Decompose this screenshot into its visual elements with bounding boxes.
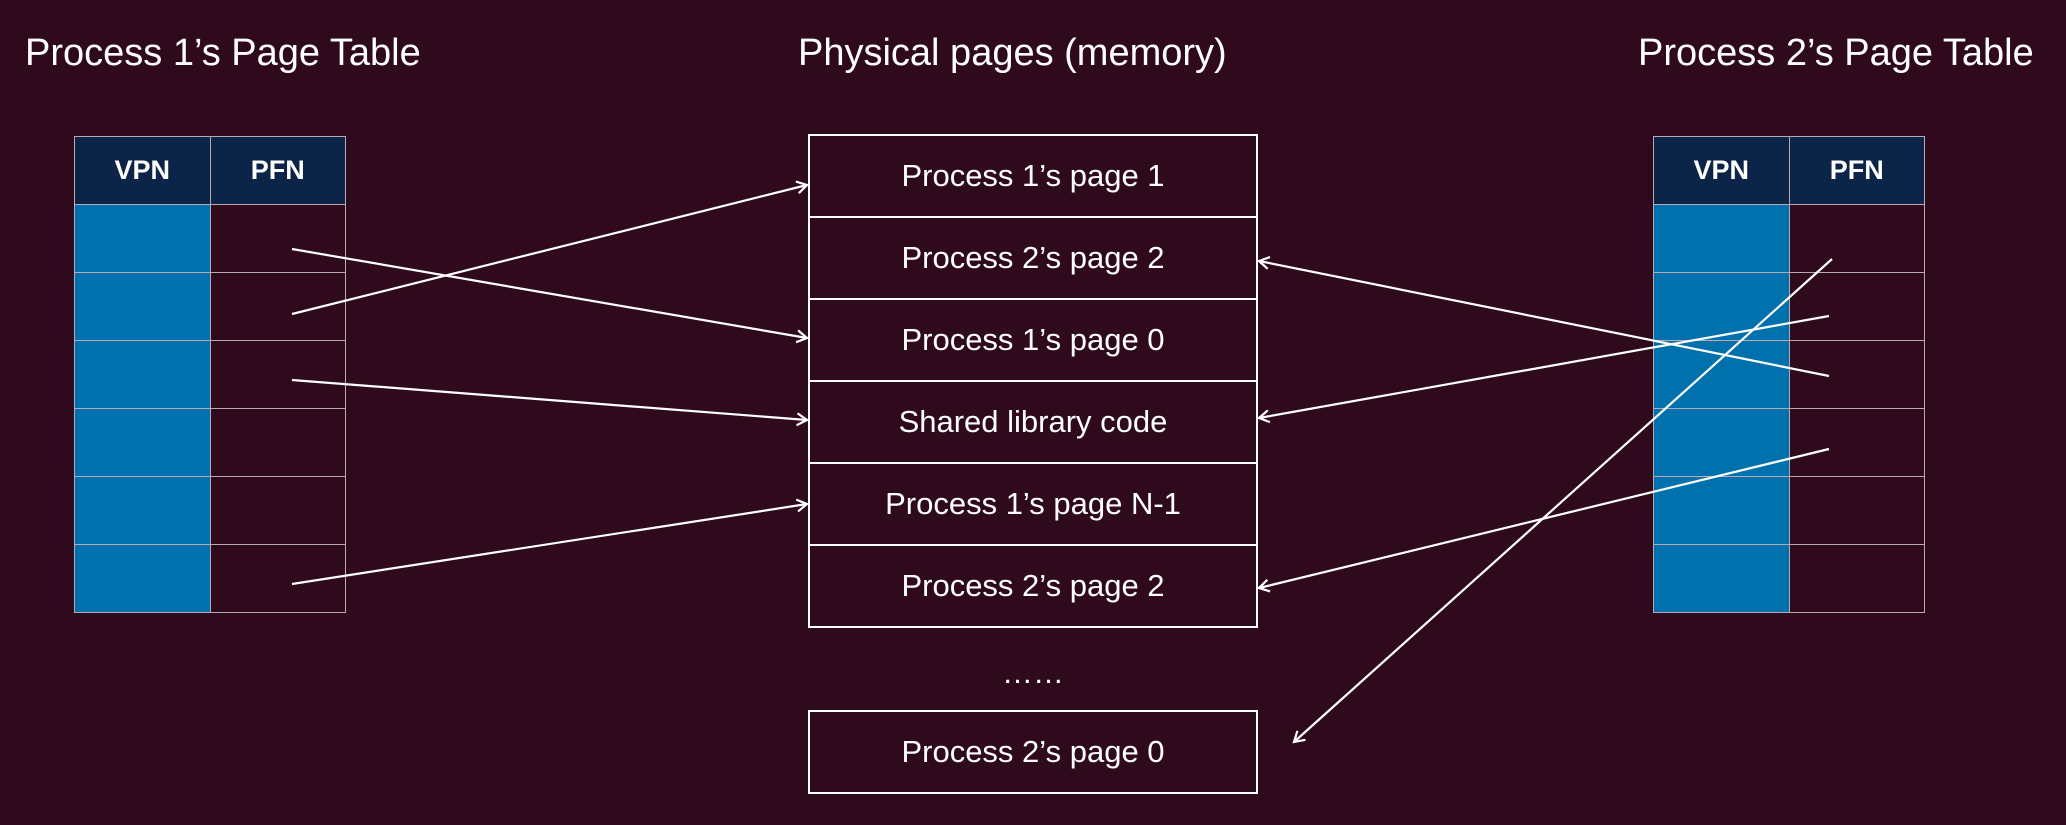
- vpn-cell: [1653, 340, 1790, 409]
- table-row: [1653, 204, 1925, 273]
- pfn-cell: [209, 340, 346, 409]
- table-row: [1653, 476, 1925, 545]
- arrow-p1-vpn5-to-p1-pageN1: [291, 498, 810, 586]
- table-row: [1653, 272, 1925, 341]
- table-row: [74, 476, 346, 545]
- vpn-cell: [74, 272, 211, 341]
- pfn-cell: [1788, 272, 1925, 341]
- vpn-cell: [1653, 544, 1790, 613]
- table-row: [74, 340, 346, 409]
- physical-memory-title: Physical pages (memory): [798, 32, 1227, 74]
- table-row: [74, 544, 346, 613]
- vpn-header: VPN: [1653, 136, 1790, 205]
- vpn-cell: [74, 204, 211, 273]
- pfn-cell: [1788, 476, 1925, 545]
- vpn-cell: [74, 408, 211, 477]
- process1-page-table: VPN PFN: [74, 136, 346, 613]
- physical-memory-block: Process 1’s page 1 Process 2’s page 2 Pr…: [808, 134, 1258, 628]
- pfn-cell: [209, 204, 346, 273]
- process1-table-title: Process 1’s Page Table: [25, 32, 421, 74]
- table-row: [1653, 544, 1925, 613]
- pfn-cell: [209, 544, 346, 613]
- vpn-cell: [74, 340, 211, 409]
- arrow-p1-vpn2-to-shared-lib: [291, 378, 810, 427]
- table-row: [74, 204, 346, 273]
- vpn-cell: [1653, 204, 1790, 273]
- vpn-header: VPN: [74, 136, 211, 205]
- pfn-cell: [209, 476, 346, 545]
- pfn-cell: [209, 408, 346, 477]
- pfn-cell: [209, 272, 346, 341]
- memory-page-last: Process 2’s page 0: [808, 710, 1258, 794]
- vpn-cell: [74, 544, 211, 613]
- pfn-cell: [1788, 544, 1925, 613]
- memory-page-4: Process 1’s page N-1: [810, 464, 1256, 546]
- vpn-cell: [1653, 408, 1790, 477]
- table-row: [1653, 340, 1925, 409]
- arrow-p1-vpn1-to-p1-page1: [291, 180, 810, 316]
- pfn-cell: [1788, 408, 1925, 477]
- memory-page-0: Process 1’s page 1: [810, 136, 1256, 218]
- memory-page-1: Process 2’s page 2: [810, 218, 1256, 300]
- arrow-p1-vpn0-to-p1-page0: [291, 247, 810, 344]
- pfn-cell: [1788, 204, 1925, 273]
- memory-page-2: Process 1’s page 0: [810, 300, 1256, 382]
- table-row: [74, 408, 346, 477]
- pfn-header: PFN: [1788, 136, 1925, 205]
- table-row: [1653, 408, 1925, 477]
- table-row: [74, 272, 346, 341]
- memory-page-3: Shared library code: [810, 382, 1256, 464]
- table-header-row: VPN PFN: [74, 136, 346, 205]
- memory-page-5: Process 2’s page 2: [901, 568, 1165, 603]
- table-header-row: VPN PFN: [1653, 136, 1925, 205]
- vpn-cell: [1653, 476, 1790, 545]
- process2-table-title: Process 2’s Page Table: [1638, 32, 2034, 74]
- vpn-cell: [74, 476, 211, 545]
- pfn-header: PFN: [209, 136, 346, 205]
- vpn-cell: [1653, 272, 1790, 341]
- memory-ellipsis: ……: [1002, 655, 1064, 690]
- process2-page-table: VPN PFN: [1653, 136, 1925, 613]
- pfn-cell: [1788, 340, 1925, 409]
